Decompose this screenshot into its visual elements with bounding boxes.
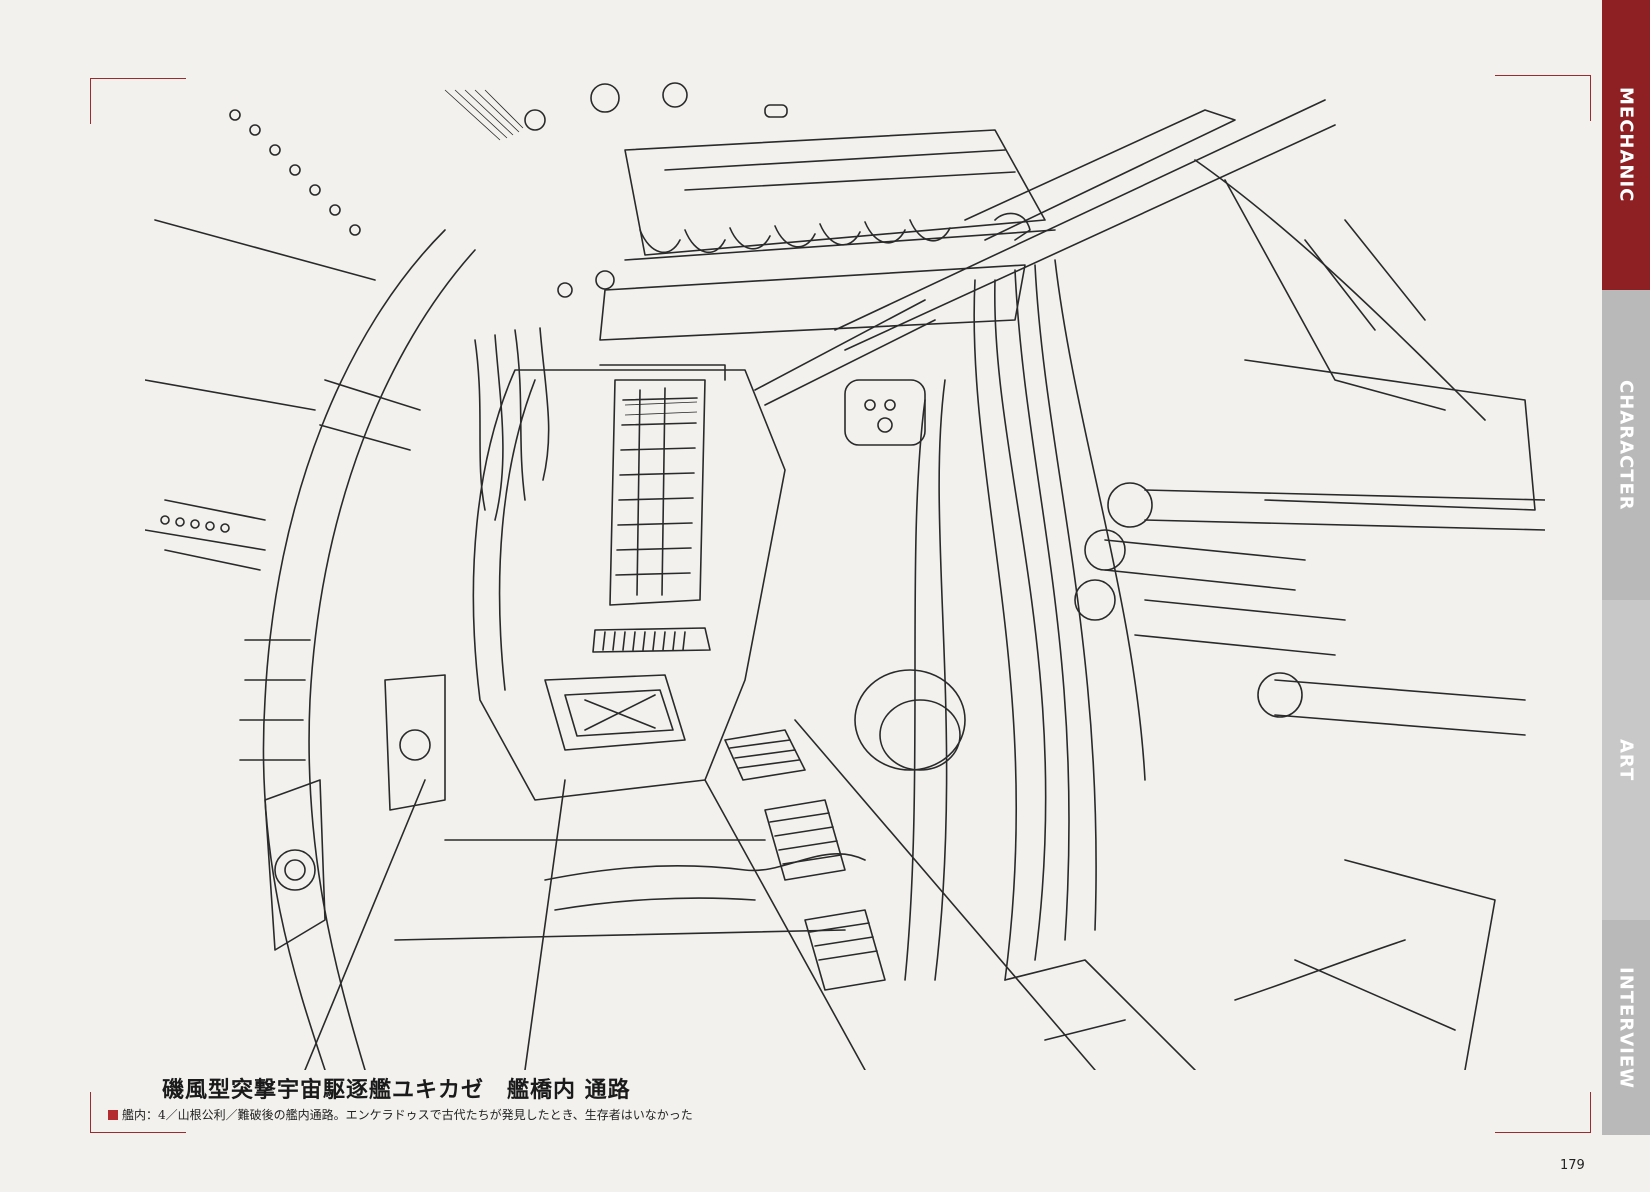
- tab-character[interactable]: CHARACTER: [1602, 290, 1650, 600]
- tab-mechanic-label: MECHANIC: [1615, 87, 1637, 203]
- crop-mark-top-left: [90, 78, 186, 124]
- section-index-tabs: MECHANIC CHARACTER ART INTERVIEW: [1602, 0, 1650, 1192]
- page-number: 179: [1560, 1158, 1585, 1173]
- crop-mark-top-right: [1495, 75, 1591, 121]
- illustration-note: 艦内：4／山根公利／難破後の艦内通路。エンケラドゥスで古代たちが発見したとき、生…: [108, 1106, 693, 1123]
- tab-mechanic[interactable]: MECHANIC: [1602, 0, 1650, 290]
- illustration-note-text: 艦内：4／山根公利／難破後の艦内通路。エンケラドゥスで古代たちが発見したとき、生…: [122, 1108, 693, 1122]
- tab-interview-label: INTERVIEW: [1615, 966, 1637, 1089]
- corridor-line-art-illustration: [145, 82, 1545, 1070]
- tab-art-label: ART: [1615, 738, 1637, 782]
- crop-mark-bottom-left: [90, 1092, 186, 1133]
- tab-character-label: CHARACTER: [1615, 379, 1637, 511]
- illustration-title: 磯風型突撃宇宙駆逐艦ユキカゼ 艦橋内 通路: [162, 1078, 631, 1103]
- crop-mark-bottom-right: [1495, 1092, 1591, 1133]
- red-square-marker: [108, 1109, 118, 1120]
- tab-art[interactable]: ART: [1602, 600, 1650, 920]
- tab-interview[interactable]: INTERVIEW: [1602, 920, 1650, 1135]
